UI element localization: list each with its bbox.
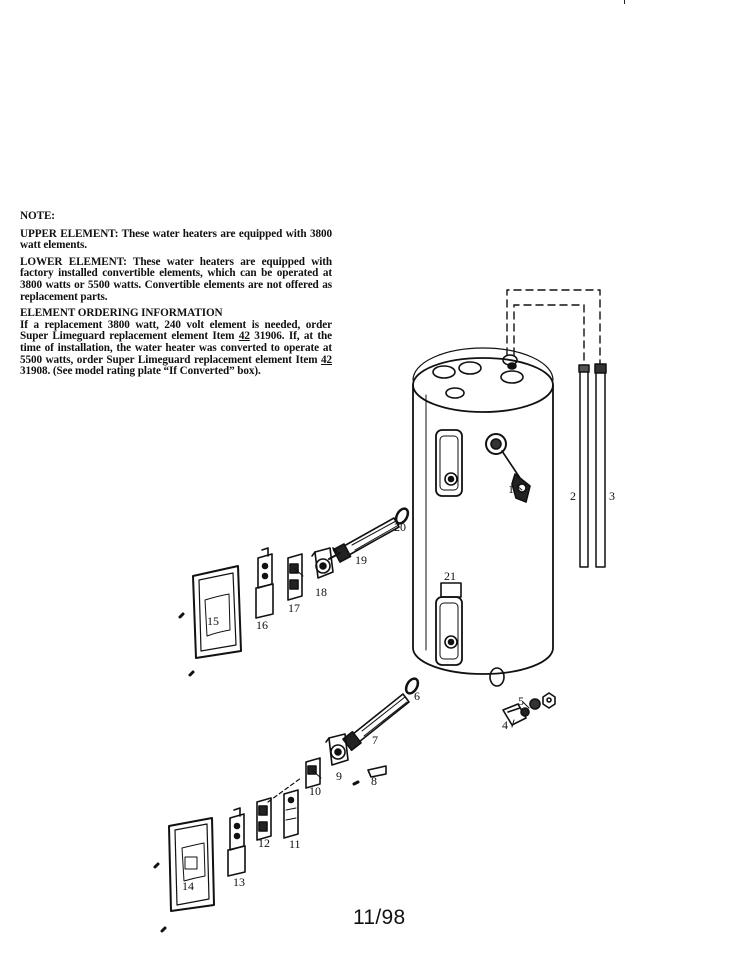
upper-limit-switch-part — [255, 547, 274, 619]
upper-element-note: UPPER ELEMENT: These water heaters are e… — [20, 227, 332, 252]
part-label-4: 4 — [502, 718, 508, 732]
part-label-5: 5 — [518, 694, 524, 708]
relief-valve-part — [501, 450, 531, 503]
upper-thermostat-bracket-part — [311, 547, 338, 579]
part-label-2: 2 — [570, 489, 576, 503]
lower-cover-screw-1 — [153, 862, 160, 869]
part-label-11: 11 — [289, 837, 301, 851]
part-label-13: 13 — [233, 875, 245, 889]
wire-clip-part — [367, 765, 387, 778]
part-label-10: 10 — [309, 784, 321, 798]
ordering-text: If a replacement 3800 watt, 240 volt ele… — [20, 318, 332, 378]
lower-cover-screw-2 — [160, 926, 167, 933]
lower-element-label: LOWER ELEMENT: — [20, 255, 127, 268]
part-label-17: 17 — [288, 601, 300, 615]
upper-cover-screw-1 — [178, 612, 185, 619]
upper-cover-screw-2 — [188, 670, 195, 677]
lower-heating-element-part — [342, 693, 410, 752]
thermostat-plate-part — [283, 789, 299, 839]
part-label-20: 20 — [394, 520, 406, 534]
lower-element-note: LOWER ELEMENT: These water heaters are e… — [20, 255, 333, 303]
part-label-12: 12 — [258, 836, 270, 850]
ordering-item-2: 42 — [321, 353, 332, 366]
leader-lines — [511, 485, 530, 728]
part-label-19: 19 — [355, 553, 367, 567]
part-label-14: 14 — [182, 879, 194, 893]
note-block: NOTE: UPPER ELEMENT: These water heaters… — [20, 210, 333, 383]
upper-element-label: UPPER ELEMENT: — [20, 227, 119, 240]
part-label-21: 21 — [444, 569, 456, 583]
part-label-8: 8 — [371, 774, 377, 788]
part-label-3: 3 — [609, 489, 615, 503]
part-label-16: 16 — [256, 618, 268, 632]
corner-mark — [624, 0, 625, 4]
part-label-9: 9 — [336, 769, 342, 783]
part-label-15: 15 — [207, 614, 219, 628]
ordering-item-1: 42 — [238, 330, 250, 343]
drain-valve-part — [502, 692, 556, 726]
upper-gasket-part — [394, 507, 410, 525]
upper-thermostat-part — [287, 553, 304, 601]
lower-access-cover-part — [168, 817, 215, 912]
ordering-text-3: 31908. (See model rating plate “If Conve… — [20, 365, 261, 378]
page-number: 11/98 — [353, 906, 406, 929]
wire-connection — [267, 777, 302, 803]
part-label-6: 6 — [414, 689, 420, 703]
lower-element-text: These water heaters are equipped with fa… — [20, 255, 333, 303]
lower-thermostat-part — [305, 757, 322, 789]
part-number-labels: 1 2 3 4 5 6 7 8 9 10 11 12 13 14 15 16 1… — [182, 482, 615, 893]
ordering-heading: ELEMENT ORDERING INFORMATION — [20, 307, 223, 320]
water-heater-tank — [412, 347, 554, 687]
upper-heating-element-part — [328, 517, 400, 563]
lower-limit-thermostat-part — [256, 797, 272, 841]
anode-rod-part — [594, 363, 607, 568]
part-label-7: 7 — [372, 733, 378, 747]
ordering-text-1: If a replacement 3800 watt, 240 volt ele… — [20, 318, 332, 343]
lower-thermostat-bracket-part — [325, 733, 349, 766]
part-label-1: 1 — [508, 482, 514, 496]
part-label-18: 18 — [315, 585, 327, 599]
ordering-text-2: 31906. If, at the time of installation, … — [20, 330, 332, 366]
upper-element-text: These water heaters are equipped with 38… — [20, 227, 332, 252]
dashed-supply-lines — [506, 289, 601, 369]
upper-access-cover-part — [192, 565, 242, 659]
dip-tube-part — [578, 364, 590, 568]
lower-screw — [352, 780, 360, 786]
note-heading: NOTE: — [20, 210, 55, 222]
lower-switch-part — [227, 807, 246, 877]
lower-gasket-part — [404, 677, 420, 695]
